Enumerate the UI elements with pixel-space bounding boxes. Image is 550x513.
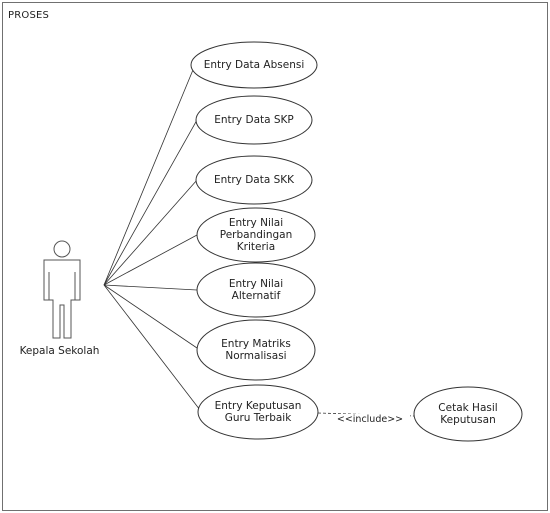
stick-figure-icon	[43, 240, 81, 339]
association-lines	[103, 64, 201, 411]
use-case-entry-nilai-perbandingan-kriteria[interactable]	[196, 207, 316, 263]
actor-label: Kepala Sekolah	[19, 345, 100, 357]
frame-title: PROSES	[8, 10, 50, 21]
association-line	[103, 284, 198, 349]
use-case-entry-data-skp[interactable]	[195, 95, 313, 145]
use-case-ellipses	[190, 41, 523, 442]
use-case-entry-nilai-alternatif[interactable]	[196, 262, 316, 318]
use-case-entry-data-skk[interactable]	[195, 155, 313, 205]
association-line	[103, 234, 198, 286]
use-case-entry-matriks-normalisasi[interactable]	[196, 319, 316, 381]
use-case-cetak-hasil-keputusan[interactable]	[413, 386, 523, 442]
include-label: <<include>>	[330, 414, 410, 425]
association-line	[103, 64, 196, 286]
association-line	[103, 119, 198, 286]
use-case-entry-data-absensi[interactable]	[190, 41, 318, 89]
association-line	[103, 284, 201, 411]
association-line	[103, 179, 198, 286]
association-line	[103, 284, 198, 291]
use-case-entry-keputusan-guru-terbaik[interactable]	[197, 384, 319, 440]
